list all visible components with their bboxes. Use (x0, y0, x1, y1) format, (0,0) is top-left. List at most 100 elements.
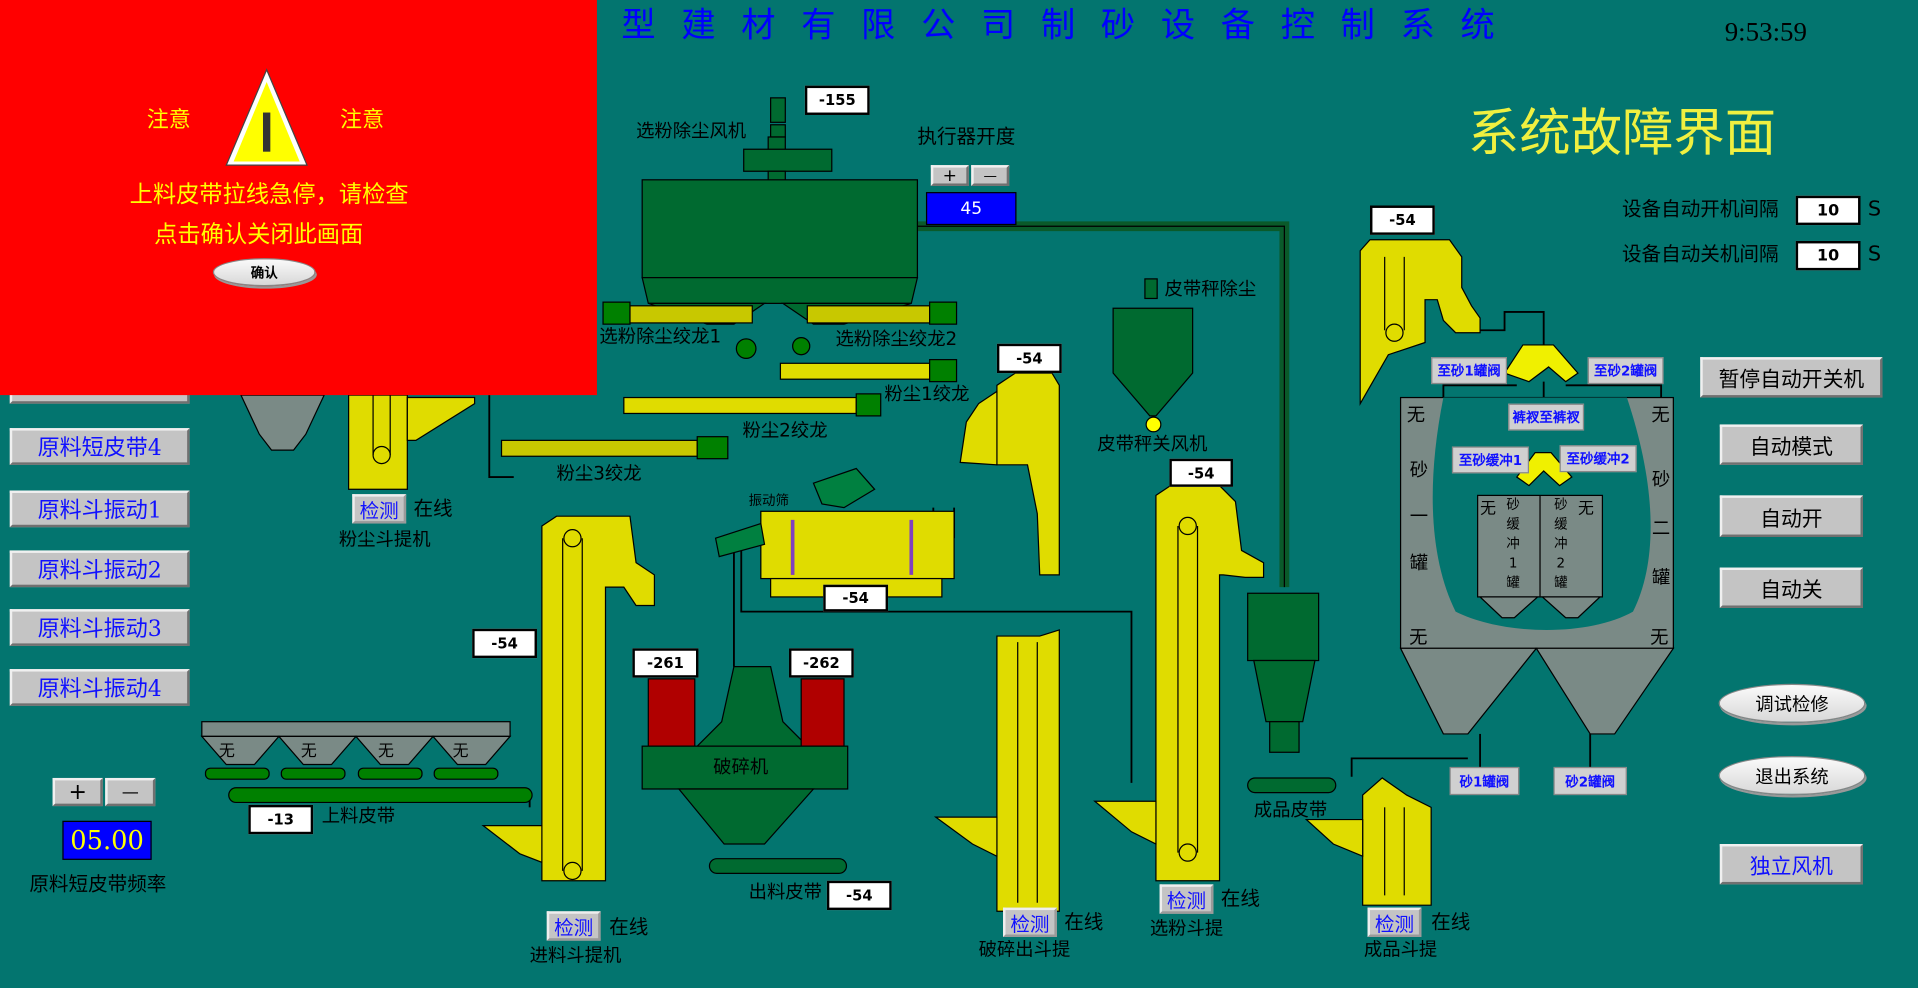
select-fan-label: 选粉除尘风机 (636, 119, 747, 142)
buffer1-char: 冲 (1506, 535, 1520, 552)
actuator-label: 执行器开度 (917, 124, 1016, 149)
confirm-button[interactable]: 确认 (212, 258, 316, 287)
raw-hopper-vibration-1-button[interactable]: 原料斗振动1 (9, 490, 190, 528)
product-elevator-online: 在线 (1431, 910, 1471, 934)
frequency-minus-button[interactable]: — (105, 777, 156, 807)
alert-message-line1: 上料皮带拉线急停，请检查 (129, 181, 409, 208)
tank2-char: 二 (1651, 517, 1671, 540)
tank1-bottom-status: 无 (1409, 626, 1428, 649)
cyclone-silo (641, 179, 919, 325)
discharge-belt-readout: -54 (826, 880, 892, 911)
tank2-label: 砂二罐 (1650, 455, 1672, 602)
warning-icon (225, 68, 308, 166)
product-belt-label: 成品皮带 (1253, 798, 1328, 821)
valve-to-tank2-button[interactable]: 至砂2罐阀 (1587, 357, 1664, 385)
caution-left: 注意 (146, 107, 191, 134)
crusher-elevator-online: 在线 (1064, 910, 1104, 934)
feed-belt-label: 上料皮带 (321, 804, 396, 827)
independent-fan-button[interactable]: 独立风机 (1719, 844, 1863, 885)
auto-on-interval-input[interactable]: 10 (1795, 195, 1861, 226)
dust-elevator (348, 394, 476, 490)
exit-system-button[interactable]: 退出系统 (1718, 755, 1866, 796)
frequency-plus-button[interactable]: + (52, 777, 103, 807)
product-cyclone (1247, 592, 1337, 794)
tee-valve-button[interactable]: 裤衩至裤衩 (1508, 403, 1585, 431)
hopper3-status: 无 (377, 742, 394, 761)
auto-mode-button[interactable]: 自动模式 (1719, 424, 1863, 465)
belt-scale-fan-label: 皮带秤关风机 (1097, 433, 1208, 456)
tank1-char: 一 (1409, 505, 1429, 528)
motor2-readout: -262 (788, 648, 854, 678)
vibrating-screen (714, 467, 955, 598)
raw-short-belt-4-button[interactable]: 原料短皮带4 (9, 428, 190, 465)
crusher-elevator-detect-button[interactable]: 检测 (1003, 907, 1057, 937)
product-elevator-detect-button[interactable]: 检测 (1367, 907, 1422, 937)
auto-off-button[interactable]: 自动关 (1719, 567, 1863, 608)
debug-maintenance-button[interactable]: 调试检修 (1718, 683, 1866, 723)
tank2-char: 罐 (1651, 566, 1671, 589)
page-title: 型建材有限公司制砂设备控制系统 (621, 4, 1521, 46)
feed-belt-readout: -13 (248, 804, 314, 835)
buffer1-char: 砂 (1506, 496, 1520, 513)
pause-auto-switch-button[interactable]: 暂停自动开关机 (1700, 357, 1883, 398)
feed-elevator-detect-button[interactable]: 检测 (546, 911, 601, 941)
dust-elevator-detect-button[interactable]: 检测 (352, 494, 407, 524)
screen-readout: -54 (823, 584, 889, 612)
feed-elevator-online: 在线 (609, 914, 649, 939)
crusher-elevator-readout: -54 (996, 343, 1062, 374)
fan-readout: -155 (804, 85, 870, 115)
frequency-value[interactable]: 05.00 (62, 820, 152, 860)
select-elevator-readout: -54 (1169, 458, 1233, 487)
auto-off-interval-input[interactable]: 10 (1795, 240, 1861, 271)
raw-hoppers (200, 721, 533, 804)
select-powder-fan (743, 97, 833, 182)
buffer2-char: 冲 (1554, 535, 1568, 552)
screen-label: 振动筛 (748, 492, 789, 509)
raw-hopper-vibration-3-button[interactable]: 原料斗振动3 (9, 609, 190, 646)
buffer1-char: 罐 (1506, 574, 1520, 591)
screw2-label: 选粉除尘绞龙2 (835, 327, 958, 350)
auto-off-interval-label: 设备自动关机间隔 (1621, 242, 1779, 266)
buffer1-status: 无 (1480, 500, 1497, 519)
hopper1-status: 无 (218, 742, 235, 761)
actuator-plus-button[interactable]: + (930, 165, 969, 186)
clock: 9:53:59 (1724, 15, 1807, 47)
screw1-label: 选粉除尘绞龙1 (599, 325, 722, 348)
motor1-readout: -261 (632, 648, 699, 678)
valve-to-buffer2-button[interactable]: 至砂缓冲2 (1559, 445, 1637, 473)
hopper2-status: 无 (300, 742, 317, 761)
belt-scale-dust-collector (1112, 278, 1194, 433)
tank2-top-status: 无 (1651, 403, 1670, 426)
hopper4-status: 无 (452, 742, 469, 761)
dust-elevator-online: 在线 (413, 496, 453, 520)
dust-elevator-label: 粉尘斗提机 (338, 528, 431, 551)
select-elevator-detect-button[interactable]: 检测 (1159, 884, 1214, 914)
buffer2-status: 无 (1577, 500, 1594, 519)
auto-on-interval-label: 设备自动开机间隔 (1621, 196, 1779, 221)
raw-hopper-vibration-2-button[interactable]: 原料斗振动2 (9, 550, 190, 588)
select-elevator-label: 选粉斗提 (1149, 917, 1224, 940)
auto-off-unit: S (1867, 242, 1882, 267)
belt-scale-dust-label: 皮带秤除尘 (1164, 277, 1257, 300)
auto-on-button[interactable]: 自动开 (1719, 495, 1863, 537)
tank1-char: 砂 (1409, 458, 1429, 481)
product-elevator (1304, 239, 1481, 906)
tank2-outlet-valve-button[interactable]: 砂2罐阀 (1553, 766, 1627, 796)
raw-hopper-vibration-4-button[interactable]: 原料斗振动4 (9, 669, 190, 706)
dust-screw3-label: 粉尘3绞龙 (556, 462, 642, 485)
valve-to-tank1-button[interactable]: 至砂1罐阀 (1431, 357, 1507, 385)
tank1-outlet-valve-button[interactable]: 砂1罐阀 (1449, 766, 1520, 796)
tank2-bottom-status: 无 (1650, 626, 1669, 649)
buffer1-char: 1 (1508, 555, 1518, 572)
screw-conveyors (500, 301, 958, 460)
product-elevator-readout: -54 (1369, 205, 1435, 235)
valve-to-buffer1-button[interactable]: 至砂缓冲1 (1451, 446, 1530, 474)
buffer2-char: 罐 (1554, 574, 1568, 591)
actuator-value[interactable]: 45 (925, 192, 1017, 226)
feed-elevator (481, 515, 656, 882)
discharge-belt-label: 出料皮带 (748, 880, 823, 903)
tank1-top-status: 无 (1406, 403, 1426, 426)
actuator-minus-button[interactable]: — (971, 165, 1010, 186)
